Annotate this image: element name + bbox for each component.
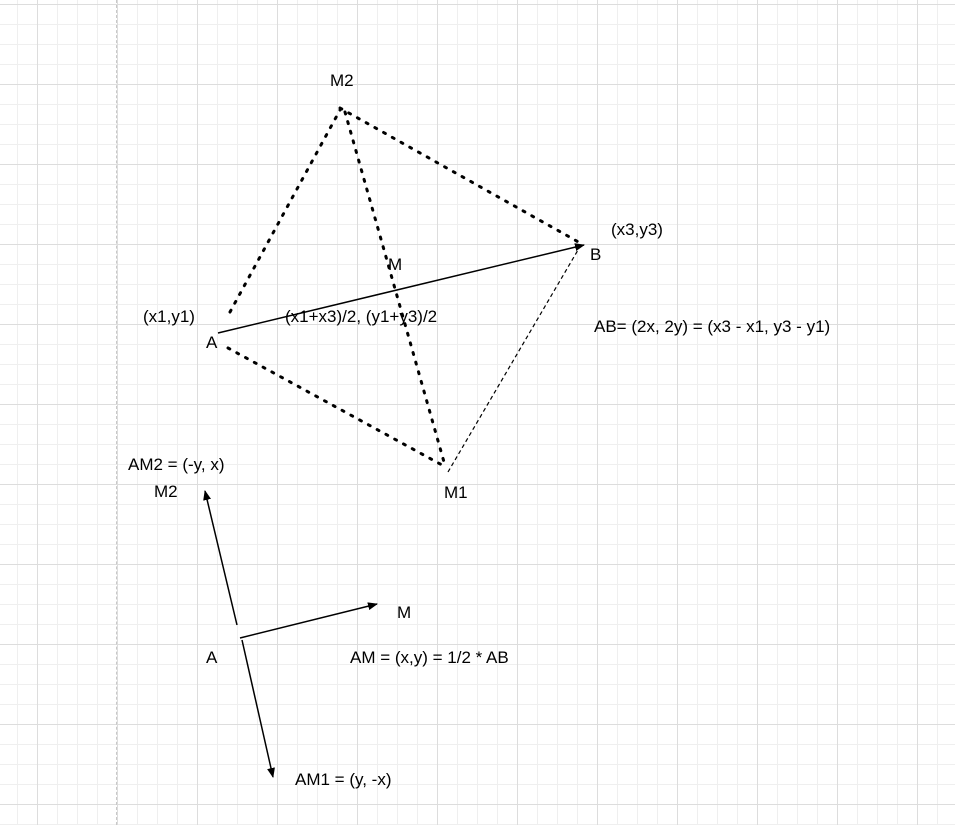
- vector-am2-arrow: [203, 490, 238, 626]
- label-m2-bottom: M2: [154, 482, 178, 501]
- edge-m1-b: [447, 249, 579, 473]
- label-m2-top: M2: [330, 71, 354, 90]
- label-coord-a: (x1,y1): [143, 307, 195, 326]
- label-point-m1: M1: [444, 483, 468, 502]
- vector-am1-arrow: [241, 639, 275, 778]
- label-a-bottom: A: [206, 648, 218, 667]
- diagonal-m2-m1: [343, 110, 446, 464]
- edge-a-m2: [228, 108, 342, 314]
- label-am2-formula: AM2 = (-y, x): [128, 455, 225, 474]
- vector-ab-arrow: [217, 243, 585, 334]
- label-ab-formula: AB= (2x, 2y) = (x3 - x1, y3 - y1): [594, 317, 830, 336]
- label-point-b: B: [590, 245, 601, 264]
- label-m-bottom: M: [397, 603, 411, 622]
- label-am1-formula: AM1 = (y, -x): [295, 770, 392, 789]
- label-am-formula: AM = (x,y) = 1/2 * AB: [350, 648, 509, 667]
- label-coord-b: (x3,y3): [611, 220, 663, 239]
- edge-a-m1: [226, 346, 444, 467]
- vertical-guide-line: [116, 0, 117, 825]
- label-point-a: A: [206, 333, 218, 352]
- label-point-m: M: [388, 255, 402, 274]
- vector-am-arrow: [239, 602, 378, 639]
- edge-m2-b: [338, 106, 584, 246]
- label-midpoint-formula: (x1+x3)/2, (y1+y3)/2: [285, 307, 437, 326]
